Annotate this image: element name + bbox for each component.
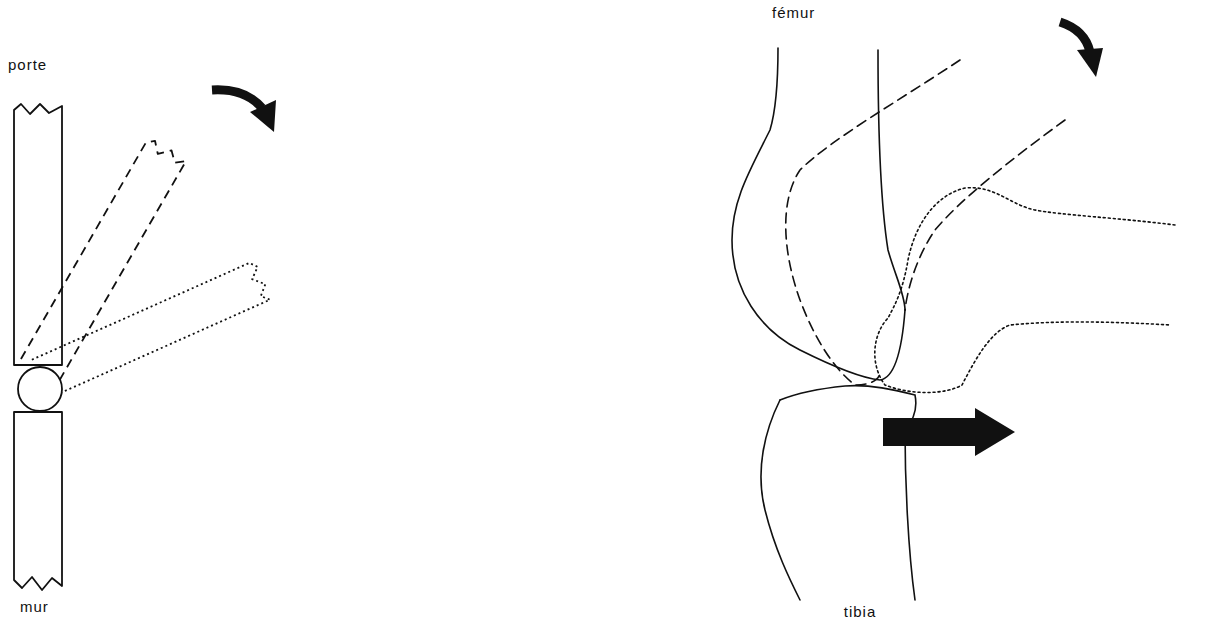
part-label: tibia: [844, 603, 877, 621]
door-dashed: [21, 137, 187, 381]
rotation-arrow: [1060, 22, 1103, 77]
part-label: mur: [20, 598, 49, 616]
part-label: porte: [8, 56, 47, 74]
part-label: fémur: [772, 4, 815, 22]
rotation-arrow: [212, 90, 276, 132]
wall: [14, 412, 62, 590]
femur-solid: [732, 48, 905, 380]
tibia: [780, 386, 916, 600]
femur-dashed: [786, 60, 960, 385]
door-hinge: [14, 104, 272, 590]
femur-solid: [878, 50, 905, 310]
femur-dotted: [875, 188, 1175, 393]
knee: [732, 48, 1175, 600]
translation-arrow: [883, 408, 1015, 456]
femur-dashed: [905, 120, 1065, 310]
door: [14, 104, 62, 365]
hinge: [18, 367, 62, 411]
door-dotted: [32, 260, 272, 398]
tibia: [761, 400, 800, 600]
